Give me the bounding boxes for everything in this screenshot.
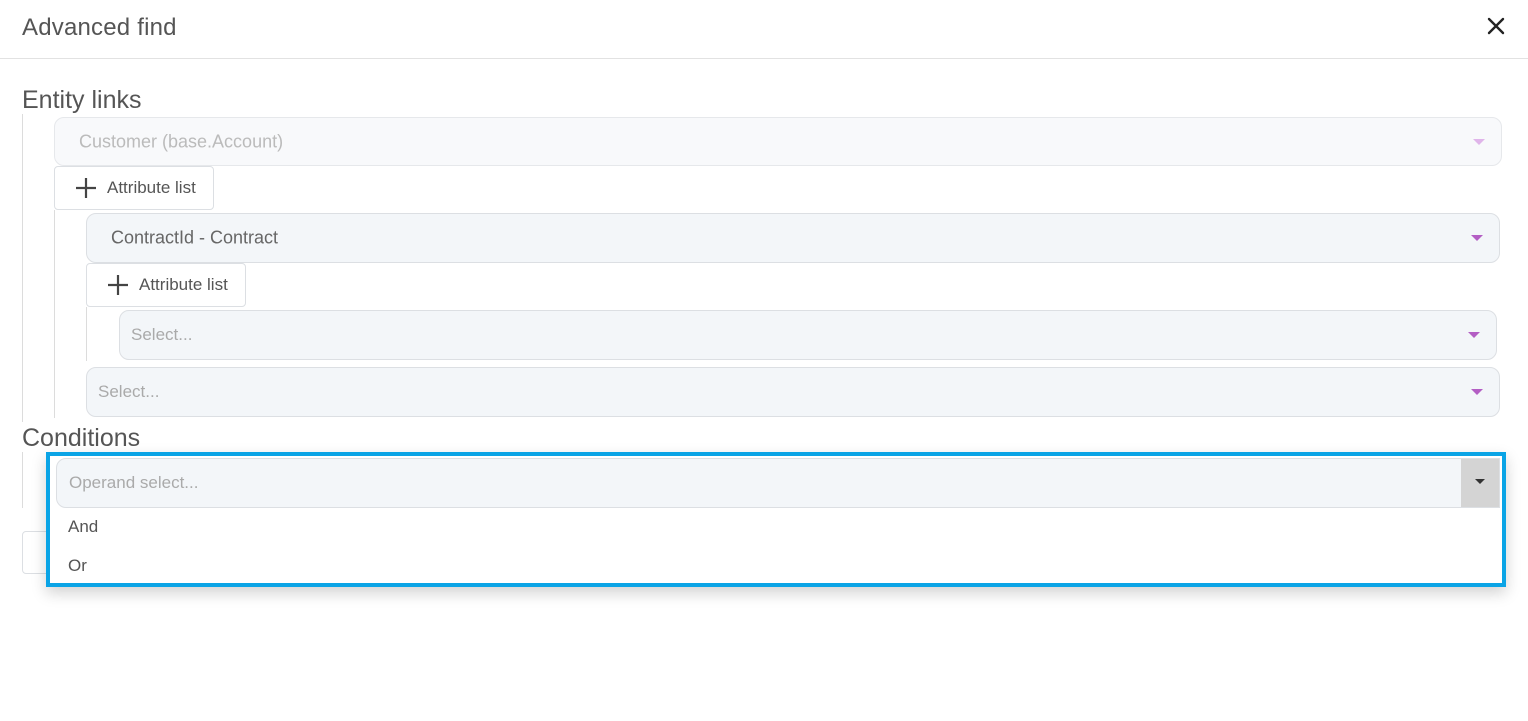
tree-line-level2 — [86, 307, 87, 361]
child-entity-select[interactable]: ContractId - Contract — [86, 213, 1500, 263]
entity-root-value: Customer (base.Account) — [79, 131, 284, 151]
operand-option-and[interactable]: And — [68, 517, 99, 536]
tree-line-root — [22, 114, 23, 422]
plus-icon — [108, 275, 128, 295]
child-attribute-list-button[interactable]: Attribute list — [86, 263, 246, 307]
operand-select[interactable]: Operand select... — [56, 458, 1500, 508]
caret-down-icon — [1475, 479, 1485, 484]
operand-option-or[interactable]: Or — [68, 556, 87, 575]
tree-line-level1 — [54, 210, 55, 418]
child-attribute-select[interactable]: Select... — [119, 310, 1497, 360]
chevron-down-icon — [1468, 332, 1480, 338]
dialog-header: Advanced find — [0, 0, 1528, 59]
close-icon — [1487, 17, 1505, 35]
child-attribute-list-label: Attribute list — [139, 275, 228, 294]
dialog-title: Advanced find — [22, 14, 177, 41]
chevron-down-icon — [1471, 389, 1483, 395]
entity-root-select: Customer (base.Account) — [54, 117, 1502, 166]
chevron-down-icon — [1473, 138, 1485, 145]
close-button[interactable] — [1484, 14, 1508, 38]
entity-link-select[interactable]: Select... — [86, 367, 1500, 417]
child-attribute-placeholder: Select... — [131, 325, 193, 344]
operand-dropdown-toggle[interactable] — [1461, 459, 1499, 507]
root-attribute-list-button[interactable]: Attribute list — [54, 166, 214, 210]
child-entity-value: ContractId - Contract — [111, 227, 279, 248]
operand-select-placeholder: Operand select... — [69, 473, 199, 492]
conditions-title: Conditions — [22, 424, 141, 452]
chevron-down-icon — [1471, 235, 1483, 241]
tree-line-conditions — [22, 452, 23, 508]
entity-links-title: Entity links — [22, 86, 142, 114]
operand-dropdown: Operand select... And Or — [46, 452, 1506, 587]
entity-link-placeholder: Select... — [98, 382, 160, 401]
plus-icon — [76, 178, 96, 198]
root-attribute-list-label: Attribute list — [107, 178, 196, 197]
